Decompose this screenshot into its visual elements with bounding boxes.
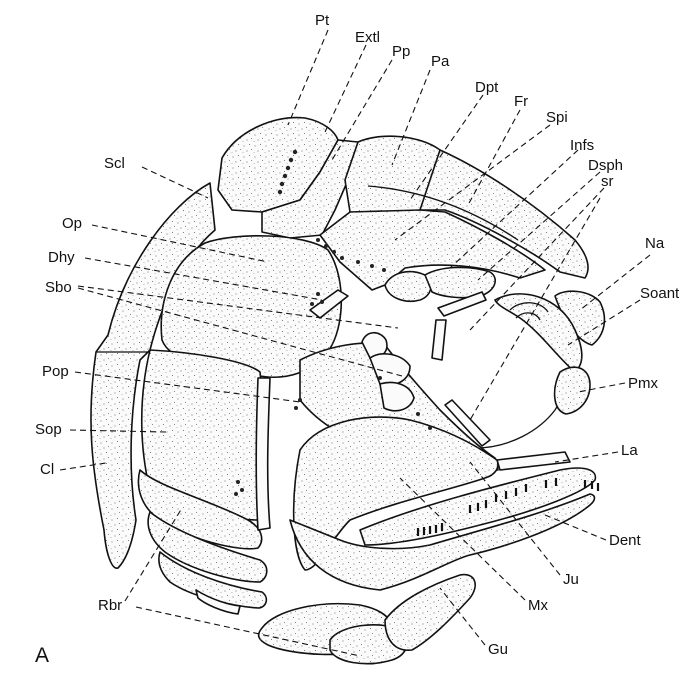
label-ju: Ju xyxy=(563,571,579,588)
label-spi: Spi xyxy=(546,109,568,126)
label-dsph: Dsph xyxy=(588,157,623,174)
label-dhy: Dhy xyxy=(48,249,75,266)
label-la: La xyxy=(621,442,638,459)
sclerotic-rod xyxy=(432,320,446,360)
label-sop: Sop xyxy=(35,421,62,438)
preopercle-bone xyxy=(256,378,270,530)
label-mx: Mx xyxy=(528,597,548,614)
lachrymal-bone xyxy=(497,452,570,470)
label-sr: sr xyxy=(601,173,614,190)
label-na: Na xyxy=(645,235,665,252)
label-pt: Pt xyxy=(315,12,330,29)
orbit-arc xyxy=(475,368,568,448)
label-infs: Infs xyxy=(570,137,594,154)
label-op: Op xyxy=(62,215,82,232)
label-cl: Cl xyxy=(40,461,54,478)
label-sbo: Sbo xyxy=(45,279,72,296)
label-gu: Gu xyxy=(488,641,508,658)
label-fr: Fr xyxy=(514,93,528,110)
label-pmx: Pmx xyxy=(628,375,659,392)
label-dpt: Dpt xyxy=(475,79,499,96)
label-dent: Dent xyxy=(609,532,642,549)
label-scl: Scl xyxy=(104,155,125,172)
label-soant: Soant xyxy=(640,285,680,302)
label-rbr: Rbr xyxy=(98,597,122,614)
panel-letter: A xyxy=(35,644,49,667)
label-pp: Pp xyxy=(392,43,410,60)
label-pa: Pa xyxy=(431,53,450,70)
label-pop: Pop xyxy=(42,363,69,380)
label-extl: Extl xyxy=(355,29,380,46)
bones xyxy=(91,118,604,664)
